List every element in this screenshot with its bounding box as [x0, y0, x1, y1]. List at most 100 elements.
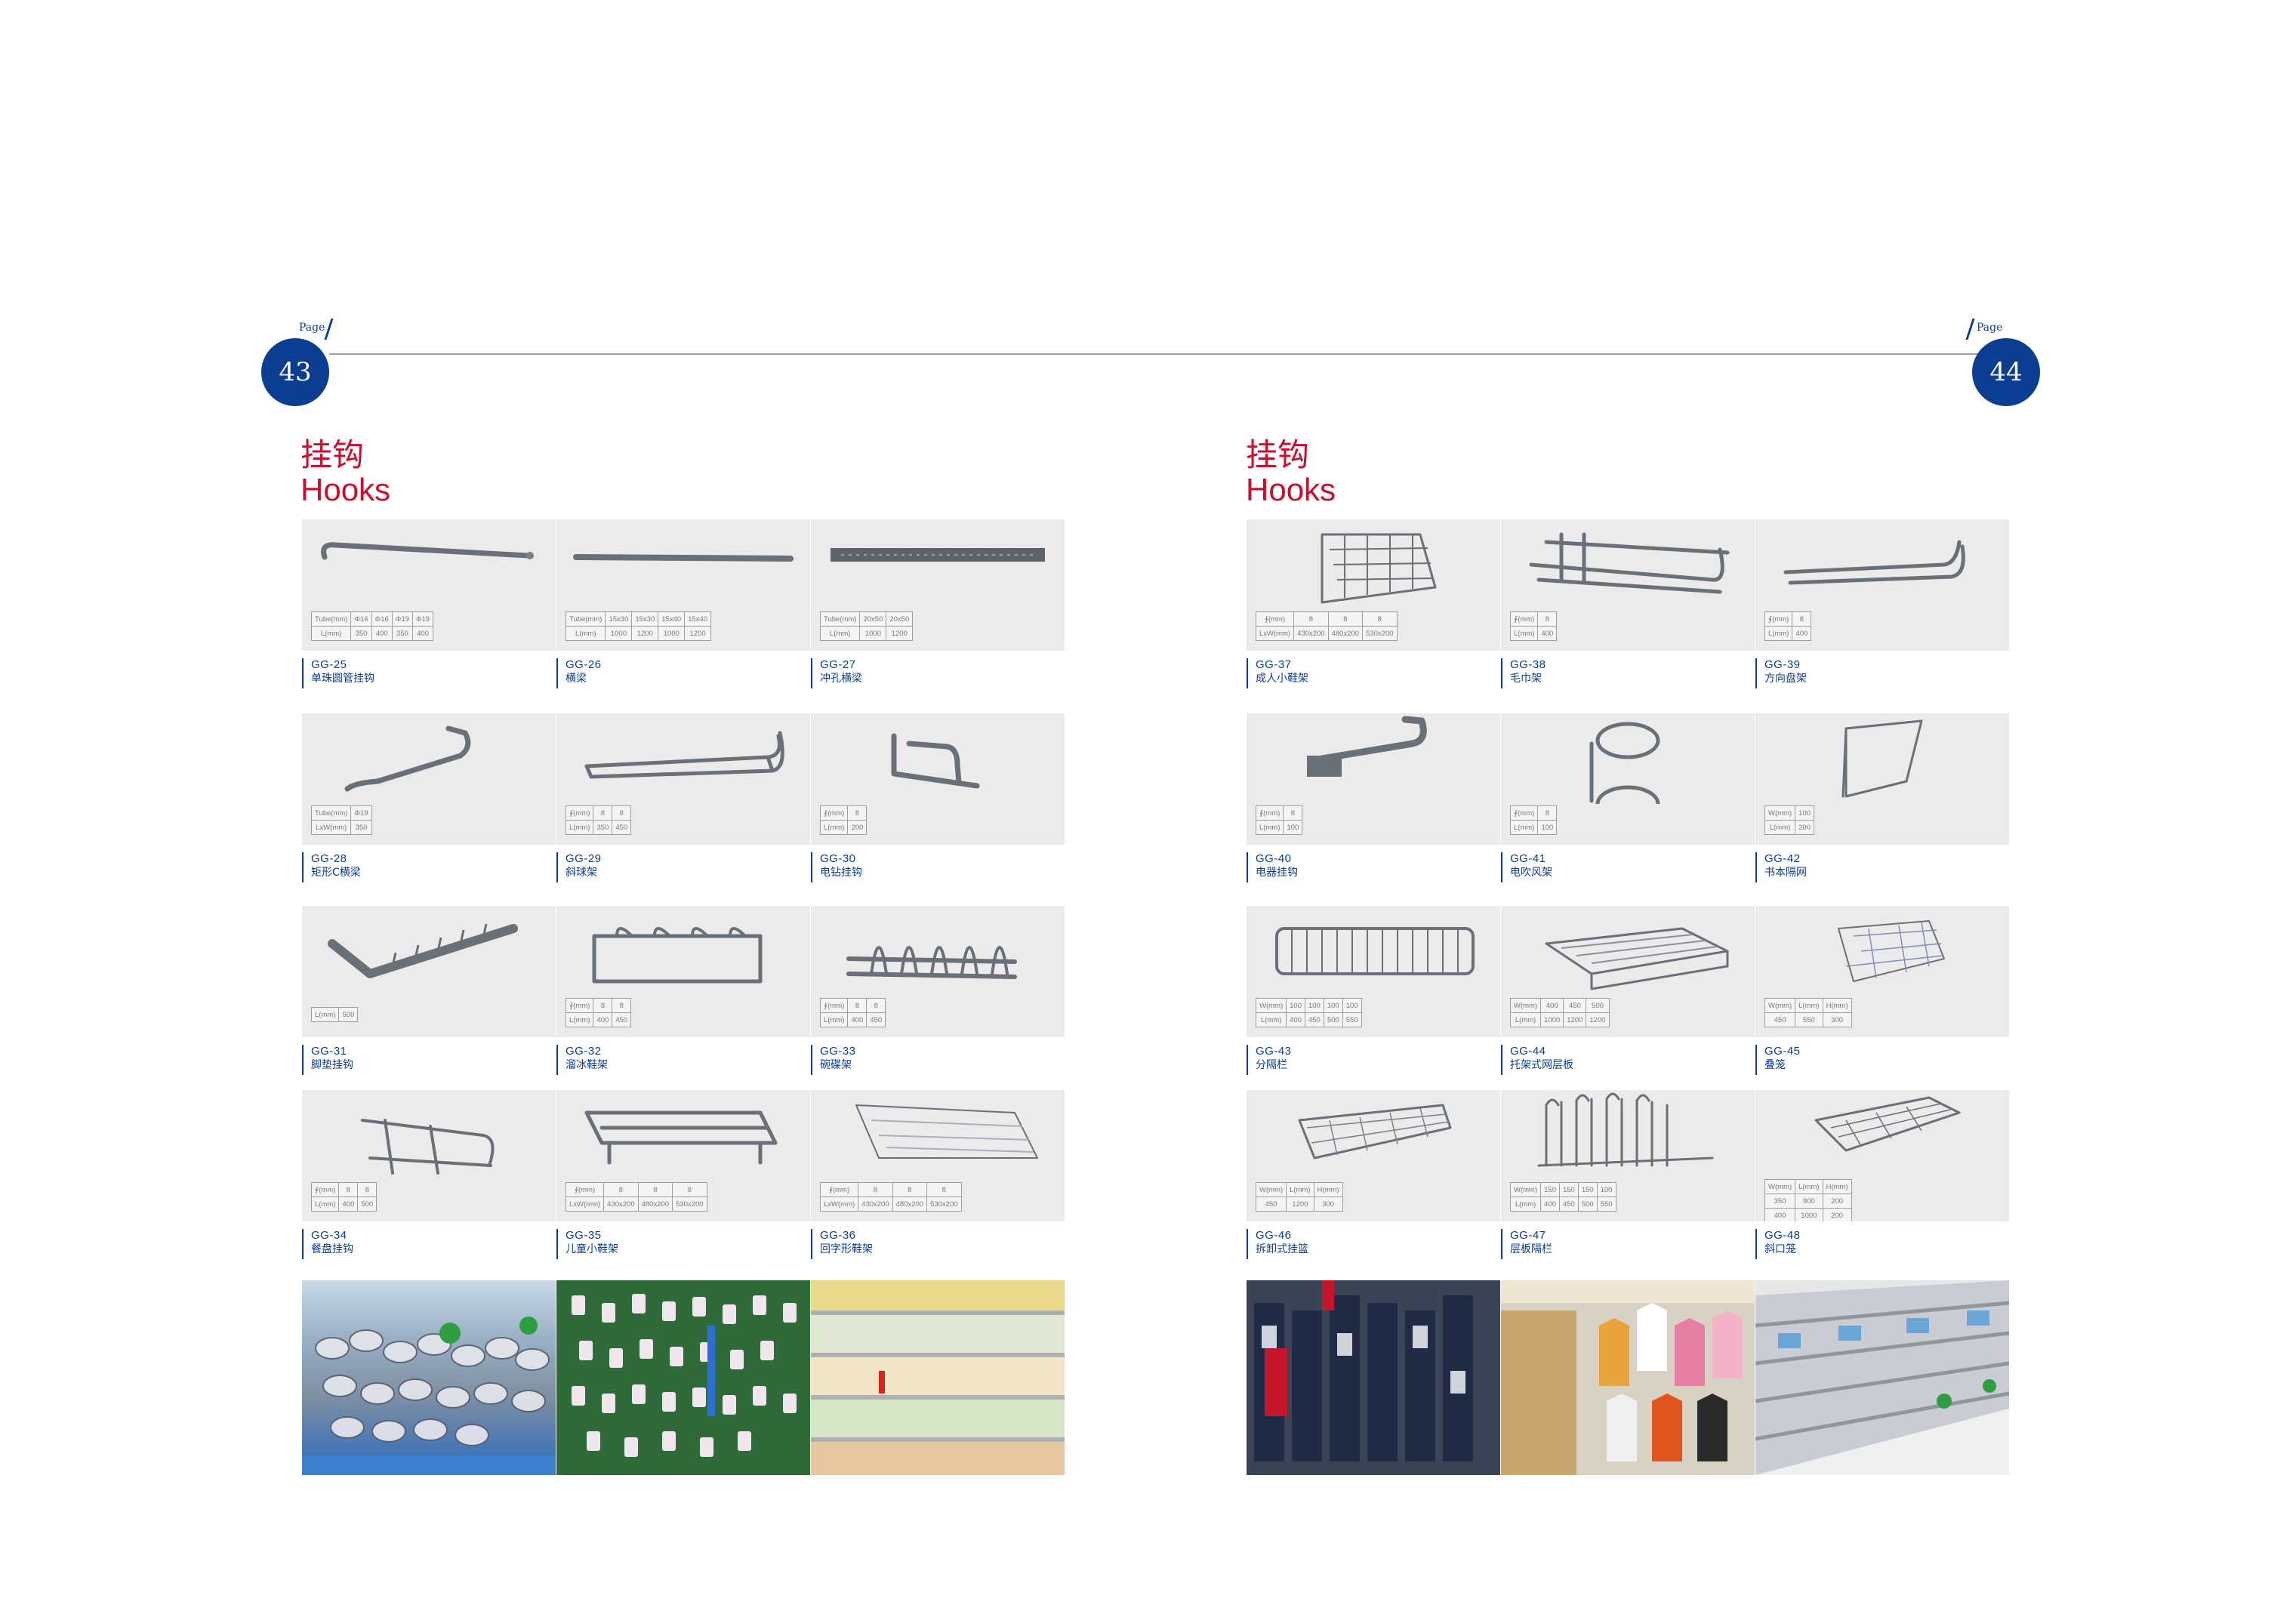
- spec-cell: L(mm): [310, 1196, 340, 1212]
- product-code: GG-33: [820, 1045, 856, 1058]
- spec-row: L(mm)200: [1764, 820, 1814, 835]
- product-illustration: [1321, 533, 1437, 604]
- spec-cell: 400: [371, 626, 393, 641]
- spec-cell: Tube(mm): [310, 805, 352, 821]
- spec-cell: 500: [1586, 998, 1610, 1013]
- product-illustration: [1838, 920, 1945, 982]
- spec-cell: 1200: [886, 626, 914, 641]
- spec-row: ∮(mm)8: [1255, 805, 1303, 821]
- header-rule-left: [329, 353, 1235, 355]
- spec-row: ∮(mm)8: [819, 805, 868, 821]
- spec-cell: 430x200: [603, 1196, 639, 1212]
- product-code: GG-42: [1764, 852, 1801, 865]
- spec-cell: Φ19: [391, 611, 413, 627]
- spec-cell: L(mm): [1509, 1012, 1542, 1027]
- spec-row: ∮(mm)8: [1509, 805, 1558, 821]
- spec-row: ∮(mm)8: [1764, 611, 1812, 627]
- page-label-left: Page: [299, 322, 325, 334]
- spec-row: L(mm)500: [310, 1007, 359, 1022]
- product-code: GG-48: [1764, 1229, 1801, 1242]
- product-illustration: [846, 946, 1017, 979]
- spec-cell: 450: [866, 1012, 886, 1027]
- spec-cell: 8: [593, 805, 613, 821]
- spec-cell: 100: [1323, 998, 1343, 1013]
- spec-cell: H(mm): [1313, 1182, 1343, 1197]
- spec-cell: 480x200: [892, 1196, 928, 1212]
- spec-row: L(mm)200: [819, 820, 868, 835]
- spec-cell: L(mm): [1509, 626, 1539, 641]
- spec-cell: L(mm): [565, 820, 594, 835]
- spec-cell: ∮(mm): [819, 998, 849, 1013]
- spec-cell: 15x40: [658, 611, 686, 627]
- spec-cell: Tube(mm): [565, 611, 606, 627]
- product-code: GG-25: [311, 658, 347, 671]
- product-name: 儿童小鞋架: [566, 1243, 618, 1255]
- product-code: GG-30: [820, 852, 856, 865]
- store-photo-hooks: [556, 1280, 810, 1475]
- spec-cell: 350: [350, 820, 372, 835]
- product-code: GG-44: [1510, 1045, 1546, 1058]
- product-label: GG-30 电钻挂钩: [811, 852, 1065, 882]
- clothes-display-image: [1254, 1280, 1473, 1461]
- spec-cell: 8: [612, 805, 632, 821]
- product-name: 餐盘挂钩: [311, 1243, 353, 1255]
- spec-cell: L(mm): [819, 1012, 849, 1027]
- spec-cell: W(mm): [1764, 1179, 1796, 1194]
- spec-cell: L(mm): [1509, 820, 1539, 835]
- spec-cell: W(mm): [1509, 998, 1542, 1013]
- spec-cell: 8: [1283, 805, 1303, 821]
- spec-cell: ∮(mm): [819, 1182, 859, 1197]
- product-illustration: [1814, 1096, 1961, 1152]
- product-illustration: [321, 542, 534, 560]
- spec-cell: 8: [603, 1182, 639, 1197]
- product-name: 电钻挂钩: [820, 867, 862, 879]
- spec-cell: 530x200: [672, 1196, 707, 1212]
- product-illustration: [328, 923, 518, 978]
- spec-cell: L(mm): [1795, 1179, 1823, 1194]
- spec-cell: 8: [926, 1182, 962, 1197]
- spec-cell: L(mm): [1764, 820, 1796, 835]
- spec-row: LxW(mm)350: [310, 820, 372, 835]
- product-code: GG-46: [1256, 1229, 1292, 1242]
- spec-cell: 550: [1795, 1012, 1823, 1027]
- spec-row: L(mm)100: [1509, 820, 1558, 835]
- spec-row: L(mm)400: [1509, 626, 1558, 641]
- spec-cell: 450: [1304, 1012, 1324, 1027]
- shoes-display-image: [302, 1317, 556, 1475]
- spec-cell: 430x200: [1293, 626, 1329, 641]
- spec-cell: 8: [672, 1182, 707, 1197]
- spec-cell: ∮(mm): [310, 1182, 340, 1197]
- spec-cell: L(mm): [565, 626, 606, 641]
- spec-cell: 480x200: [637, 1196, 673, 1212]
- spec-cell: 1200: [1286, 1196, 1314, 1212]
- spec-cell: L(mm): [310, 1007, 340, 1022]
- product-name: 斜球架: [566, 867, 597, 879]
- spec-cell: 8: [847, 998, 868, 1013]
